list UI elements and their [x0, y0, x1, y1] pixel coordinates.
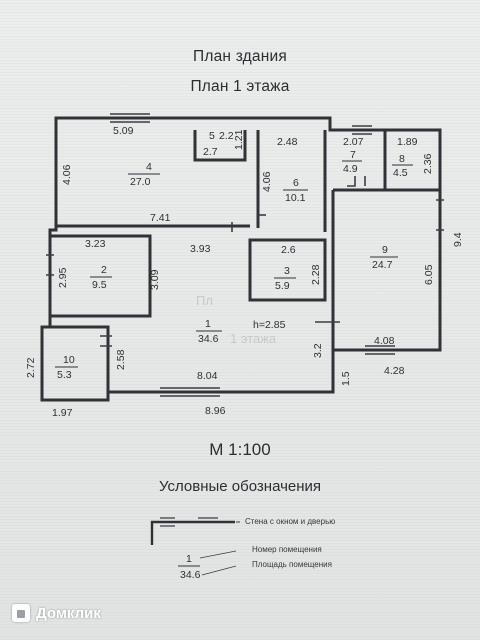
room-10: 10 5.3	[55, 354, 78, 381]
svg-text:4: 4	[146, 161, 152, 173]
dim-3-2: 3.2	[312, 343, 324, 358]
dim-4-06-mid: 4.06	[261, 171, 273, 192]
wall-room10	[42, 325, 110, 392]
wall-room3	[248, 238, 327, 302]
svg-text:1: 1	[186, 553, 192, 565]
dim-1-97: 1.97	[52, 407, 73, 419]
svg-text:3: 3	[284, 265, 290, 277]
room-2: 2 9.5	[90, 264, 112, 291]
domclick-icon	[12, 604, 30, 622]
room-7: 7 4.9	[342, 149, 362, 175]
svg-text:10: 10	[63, 354, 75, 366]
dim-8-96: 8.96	[205, 405, 226, 417]
dim-6-05: 6.05	[423, 264, 435, 285]
svg-text:5.3: 5.3	[57, 369, 72, 381]
svg-text:9.5: 9.5	[92, 279, 107, 291]
svg-text:1: 1	[205, 318, 211, 330]
svg-text:4.5: 4.5	[393, 167, 408, 179]
room-1: 1 34.6 h=2.85	[196, 318, 286, 345]
legend-title: Условные обозначения	[158, 478, 322, 495]
svg-text:5.9: 5.9	[275, 280, 290, 292]
svg-text:2.7: 2.7	[203, 146, 218, 158]
dim-2-2: 2.2	[219, 130, 234, 142]
dim-4-28: 4.28	[384, 365, 405, 377]
dim-4-06-left: 4.06	[61, 164, 73, 185]
wall-room5	[193, 130, 247, 162]
faint-stamp-1: Пл	[196, 293, 213, 308]
svg-text:2: 2	[101, 264, 107, 276]
svg-text:8: 8	[399, 153, 405, 165]
dim-1-89: 1.89	[397, 136, 418, 148]
svg-text:6: 6	[293, 177, 299, 189]
room-3: 3 5.9	[274, 265, 296, 292]
watermark-logo: Домклик	[12, 604, 101, 622]
room-6: 6 10.1	[283, 177, 308, 204]
wall-room7-8	[333, 130, 440, 192]
svg-text:9: 9	[382, 244, 388, 256]
plan-subtitle: План 1 этажа	[190, 78, 290, 95]
svg-text:7: 7	[350, 149, 356, 161]
dim-1-21: 1.21	[233, 129, 245, 150]
room-9: 9 24.7	[370, 244, 398, 271]
dim-2-95: 2.95	[57, 267, 69, 288]
room-4: 4 27.0	[128, 161, 160, 188]
dim-2-48: 2.48	[277, 136, 298, 148]
legend-room-sample: 1 34.6	[178, 550, 237, 581]
legend-wall-sample	[150, 517, 240, 545]
plan-title: План здания	[193, 48, 287, 65]
legend-room-area-label: Площадь помещения	[252, 560, 332, 569]
dim-9-4: 9.4	[452, 232, 464, 247]
dim-2-36: 2.36	[422, 153, 434, 174]
window-marks	[46, 113, 444, 397]
watermark-text: Домклик	[36, 604, 101, 622]
dim-4-08: 4.08	[374, 335, 395, 347]
room-8: 8 4.5	[392, 153, 413, 179]
legend-wall-label: Стена с окном и дверью	[245, 517, 336, 526]
svg-text:24.7: 24.7	[372, 259, 393, 271]
svg-text:5: 5	[209, 130, 215, 142]
dim-2-6: 2.6	[281, 244, 296, 256]
dim-2-28: 2.28	[310, 264, 322, 285]
room-5: 5 2.7	[203, 130, 218, 158]
legend-room-number-label: Номер помещения	[252, 545, 322, 554]
svg-text:27.0: 27.0	[130, 176, 151, 188]
dim-2-72: 2.72	[25, 357, 37, 378]
dim-5-09: 5.09	[113, 125, 134, 137]
dim-2-07: 2.07	[343, 136, 364, 148]
wall-room2	[50, 234, 152, 318]
dim-7-41: 7.41	[150, 212, 171, 224]
dim-3-23: 3.23	[85, 238, 106, 250]
svg-text:10.1: 10.1	[285, 192, 306, 204]
ceiling-height: h=2.85	[253, 319, 286, 331]
svg-text:4.9: 4.9	[343, 163, 358, 175]
faint-stamp-2: 1 этажа	[230, 331, 277, 346]
dim-3-09: 3.09	[149, 269, 161, 290]
svg-text:34.6: 34.6	[180, 569, 201, 581]
door-marks	[100, 176, 366, 347]
dim-2-58: 2.58	[115, 349, 127, 370]
dim-1-5: 1.5	[340, 371, 352, 386]
svg-text:34.6: 34.6	[198, 333, 219, 345]
dim-8-04: 8.04	[197, 370, 218, 382]
dim-3-93: 3.93	[190, 243, 211, 255]
scale-label: М 1:100	[209, 440, 271, 459]
